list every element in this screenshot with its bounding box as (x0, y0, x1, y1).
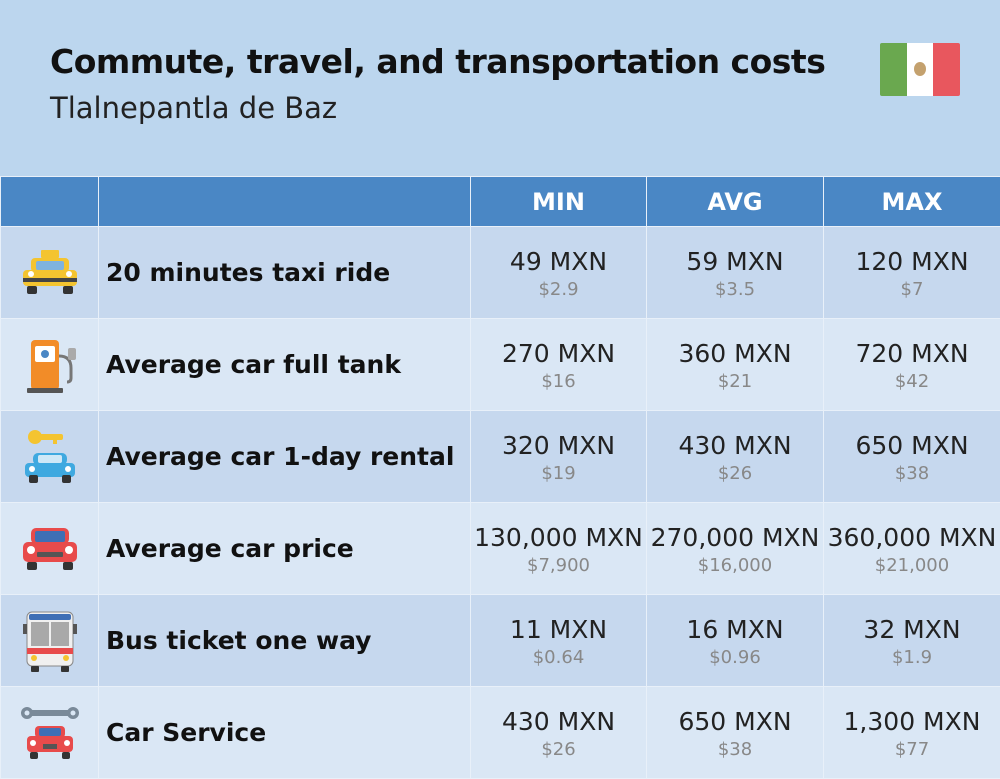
avg-mxn: 270,000 MXN (647, 519, 823, 553)
mexico-flag-icon (880, 43, 960, 96)
table-header-row: MIN AVG MAX (1, 177, 1000, 227)
bus-icon (19, 608, 81, 674)
row-icon-cell (1, 687, 99, 779)
car-rental-key-icon (19, 427, 81, 487)
max-mxn: 120 MXN (824, 243, 1000, 277)
max-cell: 720 MXN$42 (824, 319, 1000, 411)
row-icon-cell (1, 319, 99, 411)
page-title: Commute, travel, and transportation cost… (50, 42, 825, 81)
max-mxn: 1,300 MXN (824, 703, 1000, 737)
row-label: Average car 1-day rental (99, 411, 471, 503)
avg-usd: $38 (647, 737, 823, 763)
max-mxn: 32 MXN (824, 611, 1000, 645)
row-label: Average car full tank (99, 319, 471, 411)
max-usd: $21,000 (824, 553, 1000, 579)
min-usd: $16 (471, 369, 646, 395)
table-row: 20 minutes taxi ride 49 MXN$2.9 59 MXN$3… (1, 227, 1000, 319)
max-mxn: 360,000 MXN (824, 519, 1000, 553)
max-usd: $1.9 (824, 645, 1000, 671)
max-mxn: 650 MXN (824, 427, 1000, 461)
min-usd: $7,900 (471, 553, 646, 579)
max-mxn: 720 MXN (824, 335, 1000, 369)
table-row: Average car full tank 270 MXN$16 360 MXN… (1, 319, 1000, 411)
header-label-col (99, 177, 471, 227)
max-usd: $38 (824, 461, 1000, 487)
min-cell: 430 MXN$26 (471, 687, 647, 779)
header-icon-col (1, 177, 99, 227)
avg-cell: 430 MXN$26 (647, 411, 824, 503)
avg-usd: $3.5 (647, 277, 823, 303)
avg-cell: 270,000 MXN$16,000 (647, 503, 824, 595)
min-cell: 130,000 MXN$7,900 (471, 503, 647, 595)
cost-table: MIN AVG MAX 20 minutes taxi ri (0, 176, 1000, 779)
avg-mxn: 430 MXN (647, 427, 823, 461)
row-icon-cell (1, 595, 99, 687)
min-cell: 270 MXN$16 (471, 319, 647, 411)
max-usd: $7 (824, 277, 1000, 303)
min-mxn: 320 MXN (471, 427, 646, 461)
max-usd: $42 (824, 369, 1000, 395)
row-label: Car Service (99, 687, 471, 779)
min-mxn: 11 MXN (471, 611, 646, 645)
fuel-pump-icon (19, 334, 81, 396)
min-usd: $19 (471, 461, 646, 487)
car-icon (19, 524, 81, 574)
max-cell: 120 MXN$7 (824, 227, 1000, 319)
avg-mxn: 59 MXN (647, 243, 823, 277)
avg-usd: $21 (647, 369, 823, 395)
row-icon-cell (1, 227, 99, 319)
max-cell: 360,000 MXN$21,000 (824, 503, 1000, 595)
min-usd: $2.9 (471, 277, 646, 303)
header-max: MAX (824, 177, 1000, 227)
max-usd: $77 (824, 737, 1000, 763)
min-cell: 49 MXN$2.9 (471, 227, 647, 319)
row-icon-cell (1, 503, 99, 595)
max-cell: 32 MXN$1.9 (824, 595, 1000, 687)
min-mxn: 130,000 MXN (471, 519, 646, 553)
avg-cell: 650 MXN$38 (647, 687, 824, 779)
table-row: Bus ticket one way 11 MXN$0.64 16 MXN$0.… (1, 595, 1000, 687)
page-header: Commute, travel, and transportation cost… (0, 0, 1000, 176)
row-label: Bus ticket one way (99, 595, 471, 687)
avg-usd: $26 (647, 461, 823, 487)
table-row: Average car 1-day rental 320 MXN$19 430 … (1, 411, 1000, 503)
min-cell: 11 MXN$0.64 (471, 595, 647, 687)
avg-mxn: 16 MXN (647, 611, 823, 645)
min-mxn: 270 MXN (471, 335, 646, 369)
min-mxn: 430 MXN (471, 703, 646, 737)
max-cell: 650 MXN$38 (824, 411, 1000, 503)
min-usd: $26 (471, 737, 646, 763)
avg-cell: 360 MXN$21 (647, 319, 824, 411)
avg-usd: $16,000 (647, 553, 823, 579)
max-cell: 1,300 MXN$77 (824, 687, 1000, 779)
row-label: Average car price (99, 503, 471, 595)
avg-mxn: 650 MXN (647, 703, 823, 737)
header-avg: AVG (647, 177, 824, 227)
avg-usd: $0.96 (647, 645, 823, 671)
avg-mxn: 360 MXN (647, 335, 823, 369)
min-usd: $0.64 (471, 645, 646, 671)
avg-cell: 59 MXN$3.5 (647, 227, 824, 319)
city-subtitle: Tlalnepantla de Baz (50, 91, 337, 125)
header-min: MIN (471, 177, 647, 227)
row-label: 20 minutes taxi ride (99, 227, 471, 319)
car-service-wrench-icon (19, 702, 81, 764)
row-icon-cell (1, 411, 99, 503)
min-cell: 320 MXN$19 (471, 411, 647, 503)
taxi-icon (19, 248, 81, 298)
table-row: Average car price 130,000 MXN$7,900 270,… (1, 503, 1000, 595)
min-mxn: 49 MXN (471, 243, 646, 277)
avg-cell: 16 MXN$0.96 (647, 595, 824, 687)
table-row: Car Service 430 MXN$26 650 MXN$38 1,300 … (1, 687, 1000, 779)
